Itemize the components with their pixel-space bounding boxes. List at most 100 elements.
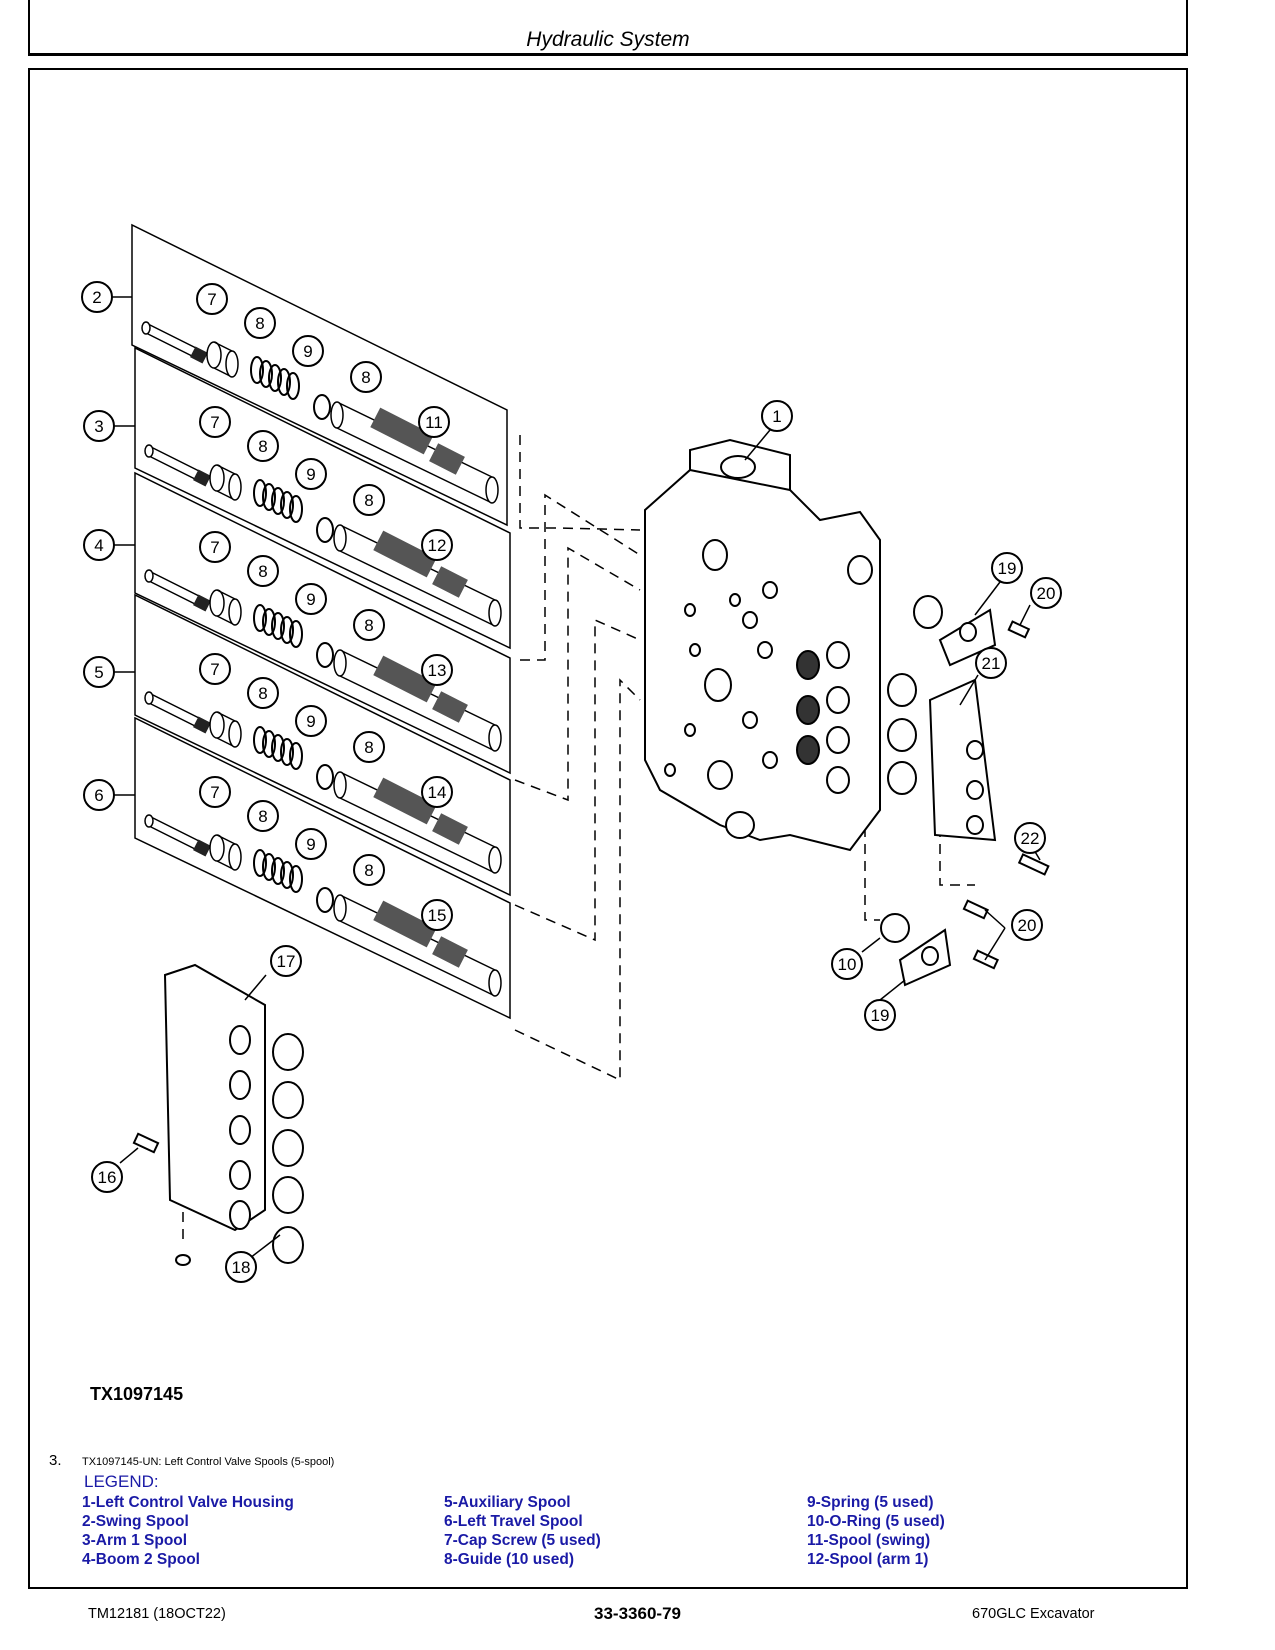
- callout-circle-13: [421, 654, 453, 686]
- section-title: Hydraulic System: [526, 28, 690, 51]
- callout-8: 8: [258, 562, 267, 581]
- callout-7: 7: [207, 290, 216, 309]
- callout-15: 15: [428, 906, 447, 925]
- legend-item: 2-Swing Spool: [82, 1513, 189, 1530]
- callout-8: 8: [258, 437, 267, 456]
- legend-column-2: 5-Auxiliary Spool 6-Left Travel Spool 7-…: [444, 1493, 601, 1569]
- callout-2: 2: [92, 288, 101, 307]
- callout-circle-8: [353, 854, 385, 886]
- side-cover: [928, 678, 997, 842]
- callout-8: 8: [258, 807, 267, 826]
- callout-20: 20: [1037, 584, 1056, 603]
- callout-9: 9: [306, 465, 315, 484]
- callout-circle-9: [295, 458, 327, 490]
- legend-item: 1-Left Control Valve Housing: [82, 1494, 294, 1511]
- callout-7: 7: [210, 538, 219, 557]
- footer-manual-id: TM12181 (18OCT22): [88, 1606, 226, 1622]
- callout-13: 13: [428, 661, 447, 680]
- callout-22: 22: [1021, 829, 1040, 848]
- callout-7: 7: [210, 413, 219, 432]
- callout-7: 7: [210, 783, 219, 802]
- callout-9: 9: [303, 342, 312, 361]
- callout-1: 1: [772, 407, 781, 426]
- callout-8: 8: [361, 368, 370, 387]
- o-ring: [887, 718, 917, 752]
- legend-item: 5-Auxiliary Spool: [444, 1494, 571, 1511]
- callout-8: 8: [364, 861, 373, 880]
- legend-column-1: 1-Left Control Valve Housing 2-Swing Spo…: [82, 1493, 294, 1569]
- legend-item: 9-Spring (5 used): [807, 1494, 934, 1511]
- legend-item: 8-Guide (10 used): [444, 1551, 575, 1568]
- callout-circle-8: [247, 555, 279, 587]
- callout-16: 16: [98, 1168, 117, 1187]
- callout-8: 8: [364, 491, 373, 510]
- legend-item: 4-Boom 2 Spool: [82, 1551, 200, 1568]
- footer-page-number: 33-3360-79: [594, 1604, 681, 1623]
- callout-5: 5: [94, 663, 103, 682]
- callout-circle-8: [353, 484, 385, 516]
- callout-10: 10: [838, 955, 857, 974]
- callout-circle-8: [353, 609, 385, 641]
- o-ring: [887, 673, 917, 707]
- callout-4: 4: [94, 536, 103, 555]
- legend-item: 7-Cap Screw (5 used): [444, 1532, 601, 1549]
- callout-circle-7: [196, 283, 228, 315]
- callout-19: 19: [998, 559, 1017, 578]
- callout-8: 8: [364, 616, 373, 635]
- legend-item: 11-Spool (swing): [807, 1532, 931, 1549]
- callout-circle-8: [247, 677, 279, 709]
- footer-model: 670GLC Excavator: [972, 1606, 1095, 1622]
- callout-14: 14: [428, 783, 447, 802]
- legend-title: LEGEND:: [84, 1472, 159, 1491]
- callout-circle-8: [353, 731, 385, 763]
- callout-17: 17: [277, 952, 296, 971]
- callout-3: 3: [94, 417, 103, 436]
- callout-8: 8: [364, 738, 373, 757]
- callout-circle-14: [421, 776, 453, 808]
- legend-item: 10-O-Ring (5 used): [807, 1513, 945, 1530]
- o-ring: [887, 761, 917, 795]
- callout-circle-9: [295, 828, 327, 860]
- callout-9: 9: [306, 590, 315, 609]
- callout-circle-12: [421, 529, 453, 561]
- callout-circle-8: [247, 800, 279, 832]
- callout-circle-7: [199, 653, 231, 685]
- caption-text: TX1097145-UN: Left Control Valve Spools …: [82, 1456, 335, 1468]
- valve-housing: [644, 438, 881, 852]
- callout-11: 11: [425, 413, 443, 432]
- caption-number: 3.: [49, 1452, 62, 1469]
- legend-column-3: 9-Spring (5 used) 10-O-Ring (5 used) 11-…: [807, 1493, 945, 1569]
- callout-circle-7: [199, 776, 231, 808]
- callout-19b: 19: [871, 1006, 890, 1025]
- figure-id: TX1097145: [90, 1384, 184, 1404]
- callout-circle-15: [421, 899, 453, 931]
- figure-frame: [28, 68, 1188, 1589]
- callout-12: 12: [428, 536, 447, 555]
- callout-circle-8: [244, 307, 276, 339]
- callout-8: 8: [258, 684, 267, 703]
- callout-circle-7: [199, 531, 231, 563]
- page-header: Hydraulic System: [28, 0, 1188, 56]
- callout-8: 8: [255, 314, 264, 333]
- callout-20b: 20: [1018, 916, 1037, 935]
- o-ring: [880, 913, 910, 943]
- o-ring: [913, 595, 943, 629]
- callout-circle-9: [295, 583, 327, 615]
- callout-circle-8: [247, 430, 279, 462]
- callout-circle-11: [418, 406, 450, 438]
- callout-6: 6: [94, 786, 103, 805]
- end-cover: [132, 963, 304, 1266]
- callout-circle-9: [292, 335, 324, 367]
- callout-circle-9: [295, 705, 327, 737]
- callout-circle-7: [199, 406, 231, 438]
- callout-9: 9: [306, 712, 315, 731]
- callout-circle-8: [350, 361, 382, 393]
- callout-7: 7: [210, 660, 219, 679]
- callout-18: 18: [232, 1258, 251, 1277]
- legend-item: 12-Spool (arm 1): [807, 1551, 929, 1568]
- legend-item: 3-Arm 1 Spool: [82, 1532, 188, 1549]
- legend-item: 6-Left Travel Spool: [444, 1513, 583, 1530]
- callout-9: 9: [306, 835, 315, 854]
- callout-21: 21: [982, 654, 1001, 673]
